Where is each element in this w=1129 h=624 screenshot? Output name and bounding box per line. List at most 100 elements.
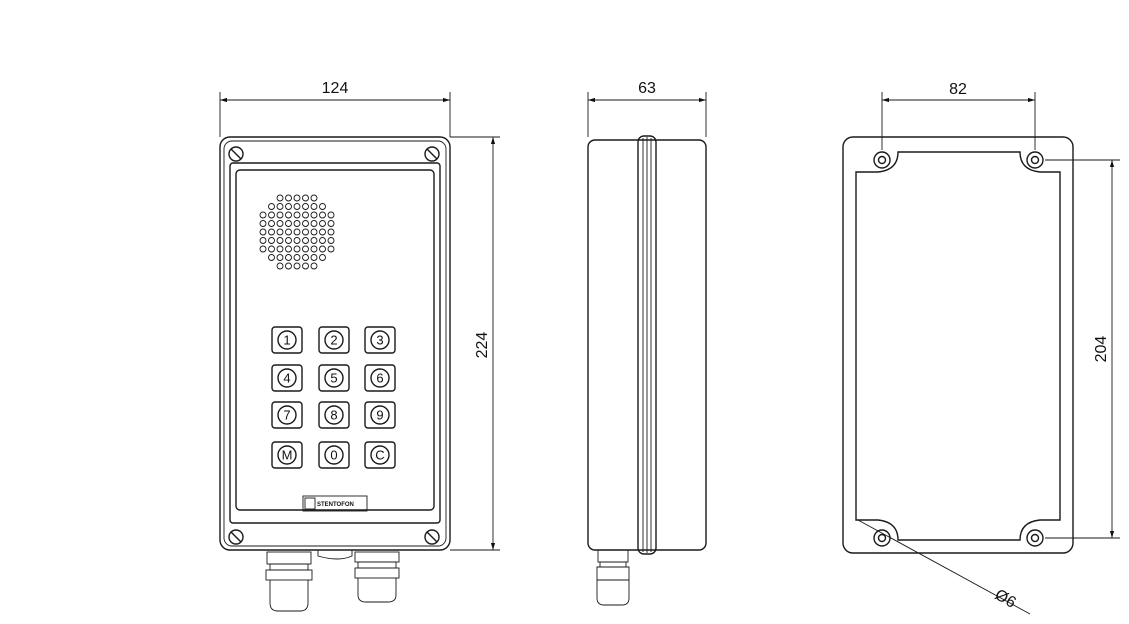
speaker-hole: [327, 237, 335, 244]
speaker-hole: [310, 254, 318, 261]
keypad-key-label: 3: [376, 333, 383, 348]
brand-logo: STENTOFON: [302, 495, 368, 512]
keypad-key-8: 8: [318, 401, 350, 429]
speaker-hole: [276, 220, 284, 227]
speaker-hole: [327, 220, 335, 227]
speaker-hole: [327, 228, 335, 236]
speaker-hole: [302, 245, 309, 253]
speaker-hole: [285, 245, 292, 253]
speaker-hole: [319, 245, 326, 253]
speaker-hole: [310, 228, 318, 236]
keypad-key-4: 4: [271, 364, 303, 392]
speaker-hole: [310, 262, 318, 270]
dimension-height-label: 224: [474, 332, 491, 359]
speaker-hole: [319, 254, 326, 261]
back-view: 82 204 Ø6: [842, 81, 1120, 615]
speaker-hole: [302, 211, 309, 219]
speaker-hole: [319, 211, 326, 219]
speaker-hole: [276, 211, 284, 219]
speaker-hole: [276, 262, 284, 270]
keypad-key-label: 1: [283, 333, 290, 348]
enclosure-outline: [219, 136, 451, 551]
keypad-key-label: 7: [283, 408, 290, 423]
speaker-hole: [268, 211, 275, 219]
speaker-hole: [268, 220, 275, 227]
screw-icon: [228, 529, 244, 545]
speaker-hole: [259, 237, 267, 244]
speaker-hole: [285, 262, 292, 270]
dimension-depth-label: 63: [638, 80, 656, 97]
speaker-hole: [268, 237, 275, 244]
keypad-key-1: 1: [271, 326, 303, 354]
speaker-hole: [293, 262, 301, 270]
speaker-hole: [302, 254, 309, 261]
speaker-hole: [285, 203, 292, 210]
keypad-key-label: 9: [376, 408, 383, 423]
speaker-hole: [310, 245, 318, 253]
speaker-hole: [327, 245, 335, 253]
cable-gland-side: [596, 549, 630, 606]
cable-gland-left: [265, 551, 313, 612]
keypad-key-label: C: [375, 448, 384, 463]
speaker-hole: [302, 203, 309, 210]
speaker-hole: [276, 237, 284, 244]
keypad-key-label: 4: [283, 371, 290, 386]
speaker-hole: [293, 203, 301, 210]
speaker-hole: [276, 203, 284, 210]
speaker-hole: [268, 245, 275, 253]
screw-icon: [424, 146, 440, 162]
speaker-hole: [310, 237, 318, 244]
keypad-key-M: M: [271, 441, 303, 469]
mounting-hole-icon: [873, 151, 891, 169]
keypad: 1 2 3 4 5 6 7 8 9M 0 C: [271, 326, 396, 469]
keypad-key-5: 5: [318, 364, 350, 392]
dimension-hole-spacing-h-label: 82: [949, 81, 967, 98]
keypad-key-label: 8: [330, 408, 337, 423]
speaker-hole: [259, 245, 267, 253]
mounting-hole-icon: [873, 529, 891, 547]
speaker-hole: [310, 220, 318, 227]
mounting-hole-icons: [873, 151, 1044, 547]
speaker-hole: [276, 228, 284, 236]
keypad-key-0: 0: [318, 441, 350, 469]
screw-icon: [424, 529, 440, 545]
cable-gland-right: [354, 551, 400, 603]
speaker-hole: [276, 254, 284, 261]
keypad-key-6: 6: [364, 364, 396, 392]
keypad-key-label: 2: [330, 333, 337, 348]
speaker-hole: [302, 262, 309, 270]
mounting-hole-icon: [1026, 529, 1044, 547]
speaker-hole: [319, 220, 326, 227]
dimension-hole-spacing-v-label: 204: [1093, 336, 1110, 363]
speaker-grille: [259, 194, 335, 270]
back-outline: [842, 136, 1074, 554]
keypad-key-3: 3: [364, 326, 396, 354]
keypad-key-2: 2: [318, 326, 350, 354]
speaker-hole: [259, 211, 267, 219]
speaker-hole: [319, 203, 326, 210]
speaker-hole: [327, 211, 335, 219]
front-panel: [235, 169, 435, 511]
keypad-key-9: 9: [364, 401, 396, 429]
hole-diameter-leader: [857, 519, 1031, 615]
speaker-hole: [293, 254, 301, 261]
speaker-hole: [319, 228, 326, 236]
speaker-hole: [268, 254, 275, 261]
speaker-hole: [293, 237, 301, 244]
speaker-hole: [293, 220, 301, 227]
speaker-hole: [310, 211, 318, 219]
screw-icons: [228, 146, 440, 545]
speaker-hole: [268, 228, 275, 236]
keypad-key-label: 5: [330, 371, 337, 386]
keypad-key-label: M: [282, 448, 293, 463]
speaker-hole: [285, 237, 292, 244]
speaker-hole: [319, 237, 326, 244]
speaker-hole: [285, 194, 292, 202]
speaker-hole: [310, 194, 318, 202]
speaker-hole: [259, 228, 267, 236]
speaker-hole: [302, 194, 309, 202]
speaker-hole: [293, 194, 301, 202]
dimension-width-label: 124: [322, 80, 349, 97]
speaker-hole: [285, 254, 292, 261]
back-inner-recess: [855, 151, 1061, 541]
